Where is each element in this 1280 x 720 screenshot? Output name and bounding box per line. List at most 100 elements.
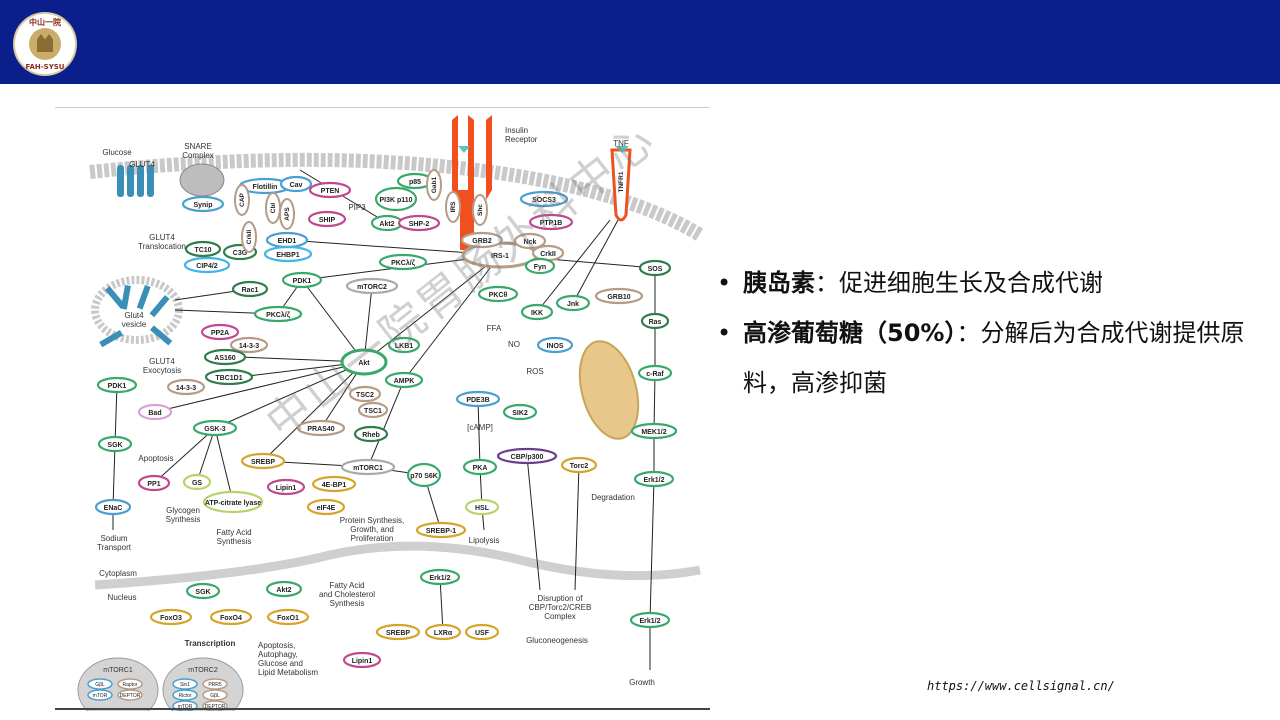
source-url[interactable]: https://www.cellsignal.cn/ (927, 679, 1115, 693)
glut4-transporter-icon (127, 165, 134, 197)
label-line: CBP/Torc2/CREB (529, 603, 592, 612)
label-line: and Cholesterol (319, 590, 375, 599)
label-line: GLUT4 (149, 357, 175, 366)
node-label: 14-3-3 (239, 343, 259, 350)
node-outline (279, 175, 313, 193)
node-outline (241, 221, 257, 253)
node-label: Jnk (567, 301, 579, 308)
pathway-node: PKCλ/ζ (253, 305, 303, 323)
label-line: NO (508, 340, 520, 349)
node-outline (387, 336, 421, 354)
node-label: Lipin1 (276, 485, 297, 492)
node-label: IRS-1 (491, 253, 509, 260)
pathway-edge (301, 279, 365, 363)
node-label: TSC1 (364, 408, 382, 415)
node-label: p70 S6K (410, 473, 438, 480)
node-outline (281, 271, 323, 289)
pathway-node: TC10 (184, 240, 222, 258)
pathway-node: Akt2 (265, 580, 303, 598)
pathway-edge (154, 361, 365, 413)
node-outline (308, 181, 352, 199)
pathway-node: PKA (462, 458, 498, 476)
label-line: Disruption of (538, 594, 584, 603)
node-outline (560, 456, 598, 474)
pathway-node: Erk1/2 (629, 611, 671, 629)
pathway-node: CBP/p300 (496, 447, 558, 465)
diagram-label: NO (508, 340, 520, 349)
pathway-node: LKB1 (387, 336, 421, 354)
node-outline (638, 259, 672, 277)
node-outline (266, 478, 306, 496)
pathway-edge (653, 372, 656, 432)
label-line: Degradation (591, 493, 635, 502)
node-label: AS160 (214, 355, 236, 362)
node-outline (374, 186, 418, 212)
node-outline (311, 475, 357, 493)
node-outline (496, 447, 558, 465)
node-outline (378, 253, 428, 271)
pathway-edge (214, 361, 365, 429)
node-label: PP1 (147, 481, 160, 488)
label-line: GLUT4 (129, 160, 155, 169)
label-line: Transport (97, 543, 132, 552)
node-outline (502, 403, 538, 421)
node-label: Shc (477, 204, 484, 216)
pathway-node-vertical: CrkII (241, 221, 257, 253)
pathway-node: AS160 (203, 348, 247, 366)
node-outline (202, 490, 264, 514)
node-outline (629, 611, 671, 629)
label-line: GLUT4 (149, 233, 175, 242)
label-line: Glucose (102, 148, 132, 157)
node-outline (183, 256, 231, 274)
pathway-node: Fyn (524, 257, 556, 275)
pathway-edge (363, 254, 501, 363)
label-line: TNF (613, 139, 629, 148)
diagram-label: Cytoplasm (99, 569, 137, 578)
pathway-node: CIP4/2 (183, 256, 231, 274)
label-line: Autophagy, (258, 650, 298, 659)
pathway-node: INOS (536, 336, 574, 354)
label-line: Receptor (505, 135, 538, 144)
pathway-node: PKCθ (477, 285, 519, 303)
node-outline (640, 312, 670, 330)
node-label: TSC2 (356, 392, 374, 399)
node-outline (231, 280, 269, 298)
node-label: HSL (475, 505, 490, 512)
subunit-outline (117, 678, 143, 690)
pathway-node: CrkII (531, 244, 565, 262)
tnf-ligand-icon (615, 146, 629, 153)
node-outline (137, 474, 171, 492)
insulin-receptor-icon (452, 115, 492, 250)
node-outline (279, 198, 295, 230)
pathway-node: p70 S6K (406, 462, 442, 488)
insulin-ligand-icon (458, 146, 470, 153)
node-outline (181, 195, 225, 213)
node-label: Cbl (270, 203, 277, 214)
node-outline (200, 323, 240, 341)
node-label: Synip (193, 202, 212, 209)
plasma-membrane (89, 152, 704, 241)
node-label: SIK2 (512, 410, 528, 417)
label-line: Exocytosis (143, 366, 181, 375)
label-line: Insulin (505, 126, 528, 135)
pathway-node: Rac1 (231, 280, 269, 298)
subunit-label: Rictor (178, 693, 191, 699)
pathway-node: Akt (340, 348, 388, 376)
node-label: FoxO1 (277, 615, 299, 622)
glut4-transporter-icon (149, 325, 173, 346)
subunit-label: PRR5 (208, 682, 222, 688)
node-label: mTORC2 (357, 284, 387, 291)
pathway-node: PKCλ/ζ (378, 253, 428, 271)
pathway-node: SHIP (307, 210, 347, 228)
pathway-node: PDE3B (455, 390, 501, 408)
node-outline (253, 305, 303, 323)
pathway-node: Bad (137, 403, 173, 421)
node-label: c-Raf (646, 371, 664, 378)
pathway-node: mTORC1 (340, 458, 396, 476)
node-label: LKB1 (395, 343, 413, 350)
